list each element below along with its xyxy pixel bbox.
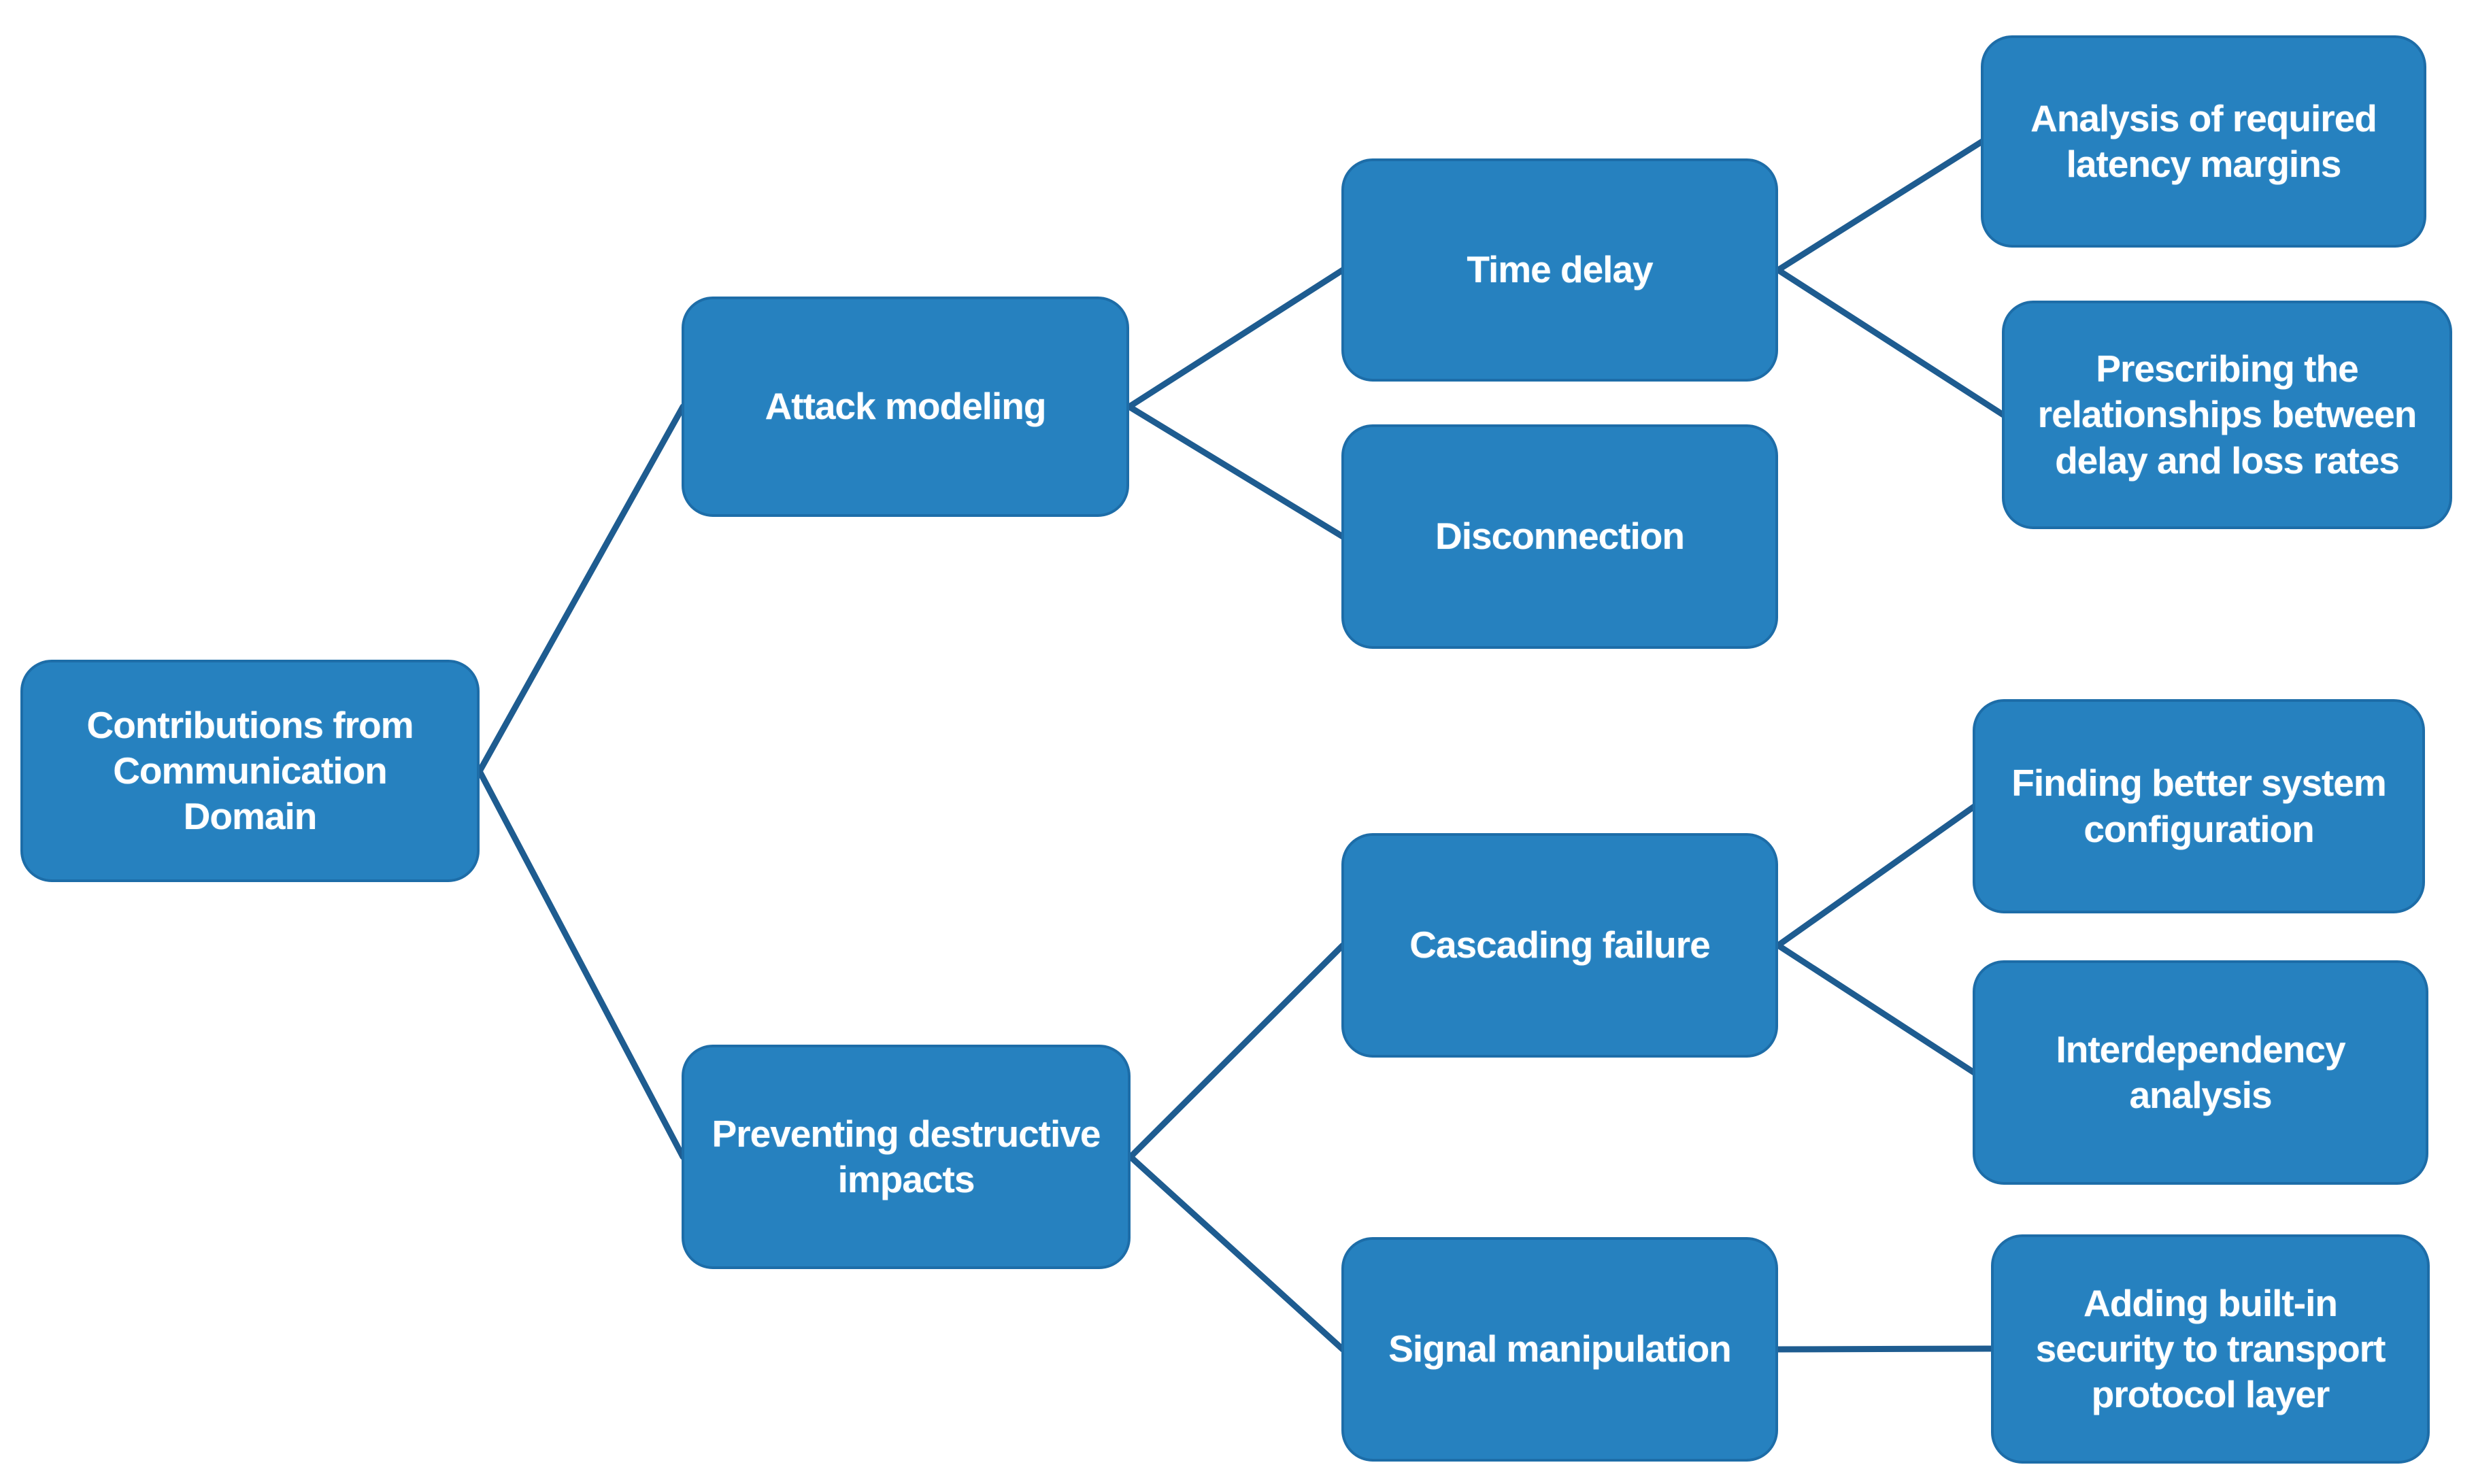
node-contributions-from-communication-domain-label: Contributions from Communication Domain [86, 703, 414, 838]
node-cascading-failure: Cascading failure [1341, 833, 1778, 1058]
node-preventing-destructive-impacts: Preventing destructive impacts [682, 1045, 1131, 1269]
node-disconnection: Disconnection [1341, 424, 1778, 649]
node-analysis-of-required-latency-margins: Analysis of required latency margins [1981, 35, 2426, 248]
node-disconnection-label: Disconnection [1435, 515, 1685, 558]
node-time-delay: Time delay [1341, 158, 1778, 382]
connector-root-attack-modeling [476, 403, 686, 775]
node-interdependency-analysis: Interdependency analysis [1973, 960, 2428, 1185]
node-finding-better-system-configuration-label: Finding better system configuration [2011, 762, 2386, 850]
connector-attack-modeling-time-delay [1126, 267, 1346, 410]
connector-attack-modeling-disconnection [1126, 403, 1346, 540]
node-preventing-destructive-impacts-label: Preventing destructive impacts [712, 1112, 1101, 1200]
node-adding-builtin-security-transport-protocol: Adding built-in security to transport pr… [1991, 1234, 2430, 1464]
node-prescribing-relationships-delay-loss-rates: Prescribing the relationships between de… [2002, 301, 2452, 529]
connector-cascading-failure-finding-better-configuration [1775, 803, 1977, 949]
connector-time-delay-prescribing-relationships [1775, 267, 2007, 418]
node-adding-builtin-security-transport-protocol-label: Adding built-in security to transport pr… [2035, 1281, 2386, 1416]
node-finding-better-system-configuration: Finding better system configuration [1973, 699, 2425, 913]
node-attack-modeling: Attack modeling [682, 297, 1129, 517]
node-signal-manipulation-label: Signal manipulation [1388, 1328, 1732, 1370]
node-analysis-of-required-latency-margins-label: Analysis of required latency margins [2030, 97, 2377, 185]
connector-time-delay-analysis-latency-margins [1775, 138, 1986, 273]
connector-preventing-cascading-failure [1127, 942, 1346, 1160]
connector-cascading-failure-interdependency-analysis [1775, 942, 1977, 1076]
node-prescribing-relationships-delay-loss-rates-label: Prescribing the relationships between de… [2037, 348, 2418, 482]
node-interdependency-analysis-label: Interdependency analysis [2056, 1028, 2345, 1116]
connector-root-preventing-destructive-impacts [476, 768, 686, 1160]
node-contributions-from-communication-domain: Contributions from Communication Domain [20, 660, 480, 882]
connector-preventing-signal-manipulation [1127, 1153, 1346, 1353]
node-cascading-failure-label: Cascading failure [1409, 924, 1710, 966]
node-signal-manipulation: Signal manipulation [1341, 1237, 1778, 1462]
node-time-delay-label: Time delay [1467, 248, 1653, 291]
node-attack-modeling-label: Attack modeling [765, 385, 1047, 428]
